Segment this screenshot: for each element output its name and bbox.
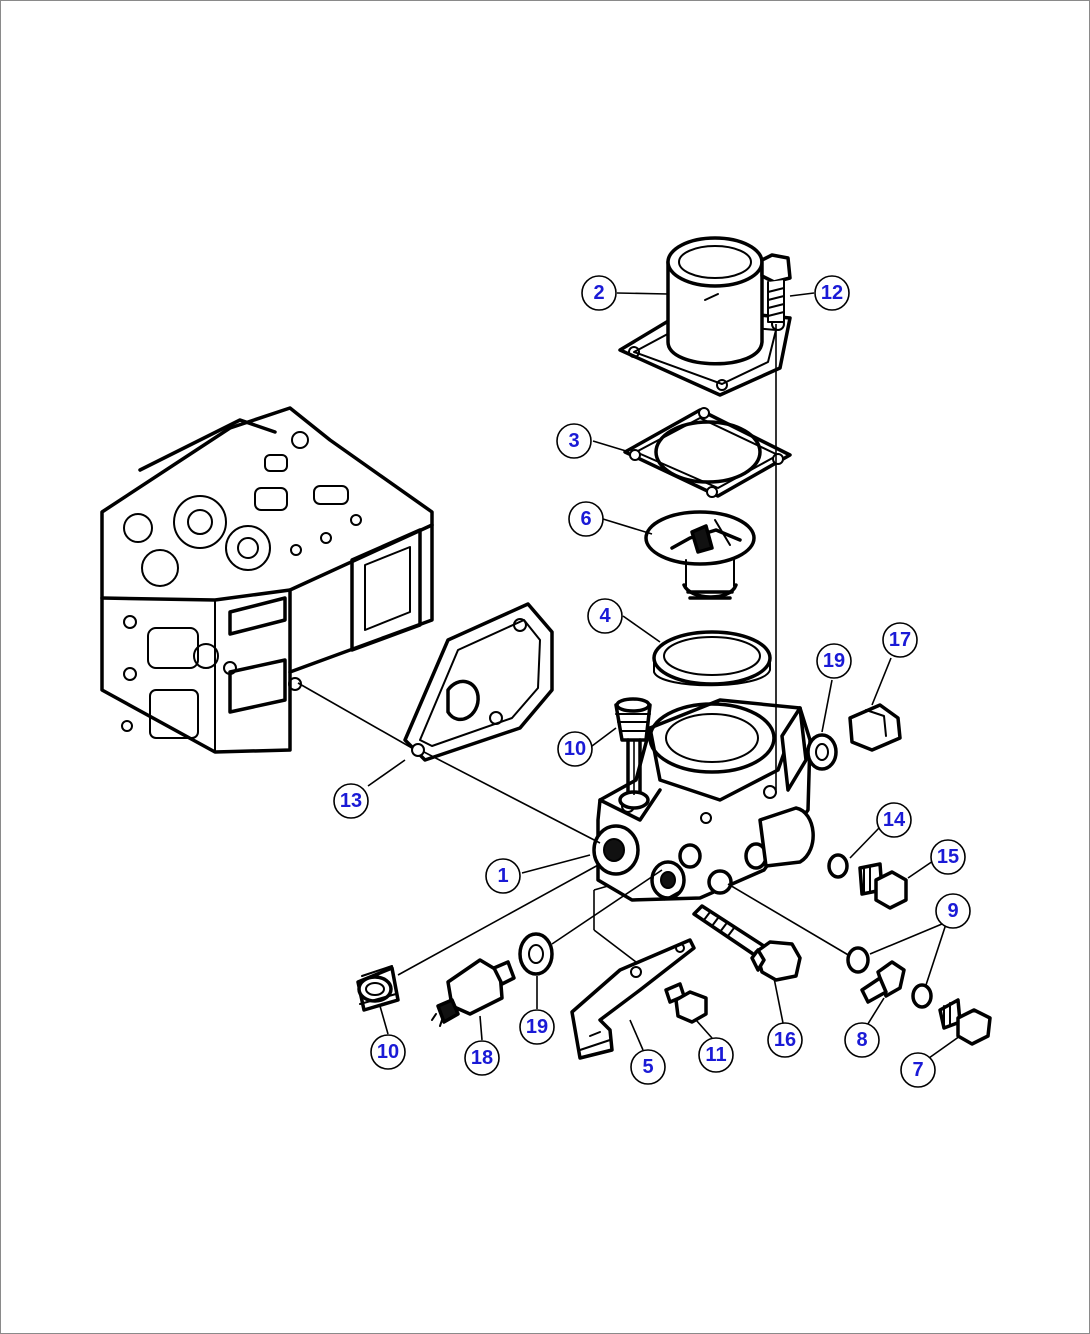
callout-12: 12 — [814, 275, 850, 311]
washer-19-right — [806, 733, 838, 771]
callout-leaders — [367, 292, 961, 1059]
elbow-8 — [860, 960, 906, 1004]
callout-17: 17 — [882, 622, 918, 658]
callout-16: 16 — [767, 1022, 803, 1058]
callout-2: 2 — [581, 275, 617, 311]
callout-10-lower: 10 — [370, 1034, 406, 1070]
callout-1: 1 — [485, 858, 521, 894]
thermostat-6 — [644, 510, 756, 600]
callout-3: 3 — [556, 423, 592, 459]
svg-text:19: 19 — [823, 650, 845, 672]
bolt-11 — [664, 982, 708, 1024]
svg-text:10: 10 — [564, 738, 586, 760]
bracket-5 — [570, 938, 696, 1060]
svg-text:15: 15 — [937, 846, 959, 868]
cylinder-head — [100, 406, 434, 754]
thermostat-cover-2 — [618, 236, 792, 397]
callout-11: 11 — [698, 1037, 734, 1073]
svg-text:13: 13 — [340, 790, 362, 812]
bolt-12 — [760, 253, 792, 323]
svg-text:16: 16 — [774, 1029, 796, 1051]
callout-4: 4 — [587, 598, 623, 634]
washer-19-lower — [518, 932, 554, 976]
svg-text:9: 9 — [947, 900, 958, 922]
svg-text:10: 10 — [377, 1041, 399, 1063]
callout-8: 8 — [844, 1022, 880, 1058]
svg-text:3: 3 — [568, 430, 579, 452]
callout-13: 13 — [333, 783, 369, 819]
callout-5: 5 — [630, 1049, 666, 1085]
gasket-13 — [403, 602, 554, 762]
svg-text:12: 12 — [821, 282, 843, 304]
plug-10-top — [614, 697, 652, 810]
thermostat-housing-1 — [592, 698, 815, 902]
callout-6: 6 — [568, 501, 604, 537]
bolt-7 — [938, 998, 992, 1046]
callout-14: 14 — [876, 802, 912, 838]
plug-10-lower — [356, 965, 400, 1012]
svg-text:11: 11 — [705, 1044, 726, 1066]
callout-10-top: 10 — [557, 731, 593, 767]
svg-text:18: 18 — [471, 1047, 493, 1069]
callout-9: 9 — [935, 893, 971, 929]
svg-text:2: 2 — [593, 282, 604, 304]
o-ring-9b — [911, 983, 933, 1009]
svg-text:14: 14 — [883, 809, 906, 831]
assembly-guide-lines — [297, 324, 851, 976]
callout-7: 7 — [900, 1052, 936, 1088]
callout-19-lower: 19 — [519, 1009, 555, 1045]
plug-15 — [858, 862, 908, 910]
sensor-18 — [431, 958, 516, 1027]
svg-text:4: 4 — [599, 605, 611, 627]
bolt-16 — [692, 904, 802, 982]
svg-text:17: 17 — [889, 629, 911, 651]
svg-text:5: 5 — [642, 1056, 653, 1078]
svg-text:1: 1 — [497, 865, 508, 887]
o-ring-9a — [846, 946, 870, 974]
svg-text:19: 19 — [526, 1016, 548, 1038]
callout-19-right: 19 — [816, 643, 852, 679]
svg-text:7: 7 — [912, 1059, 923, 1081]
callout-15: 15 — [930, 839, 966, 875]
gasket-3 — [623, 407, 792, 498]
o-ring-14 — [827, 853, 849, 879]
svg-text:6: 6 — [580, 508, 591, 530]
callout-18: 18 — [464, 1040, 500, 1076]
plug-17 — [848, 703, 902, 752]
svg-text:8: 8 — [856, 1029, 867, 1051]
seal-ring-4 — [652, 630, 772, 687]
